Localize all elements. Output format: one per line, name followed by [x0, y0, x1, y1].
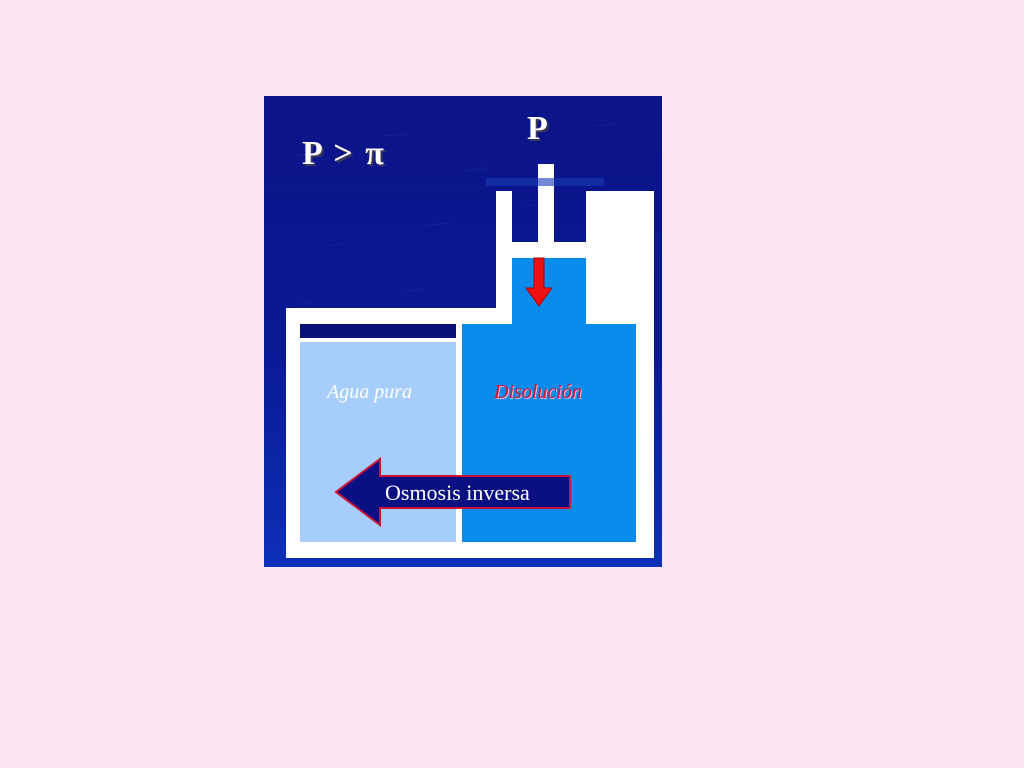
- membrane: [456, 322, 462, 542]
- piston-neck-right-wall: [586, 191, 602, 311]
- osmosis-diagram: [264, 96, 662, 567]
- pure-water-label: Agua pura: [327, 381, 412, 403]
- piston-head: [512, 242, 586, 258]
- solution-compartment: [462, 324, 636, 542]
- container-headspace: [300, 324, 456, 338]
- pressure-inequality: P > π: [302, 135, 386, 172]
- reverse-osmosis-arrow: [334, 457, 571, 527]
- pressure-arrow: [525, 257, 553, 307]
- piston-rod: [538, 164, 554, 244]
- solution-label: Disolución: [494, 381, 582, 403]
- piston-pressure-label: P: [527, 110, 548, 147]
- piston-neck-left-wall: [496, 191, 512, 311]
- piston-cap-shadow: [486, 178, 604, 186]
- container-headspace-right: [462, 308, 465, 322]
- reverse-osmosis-label: Osmosis inversa: [385, 480, 530, 505]
